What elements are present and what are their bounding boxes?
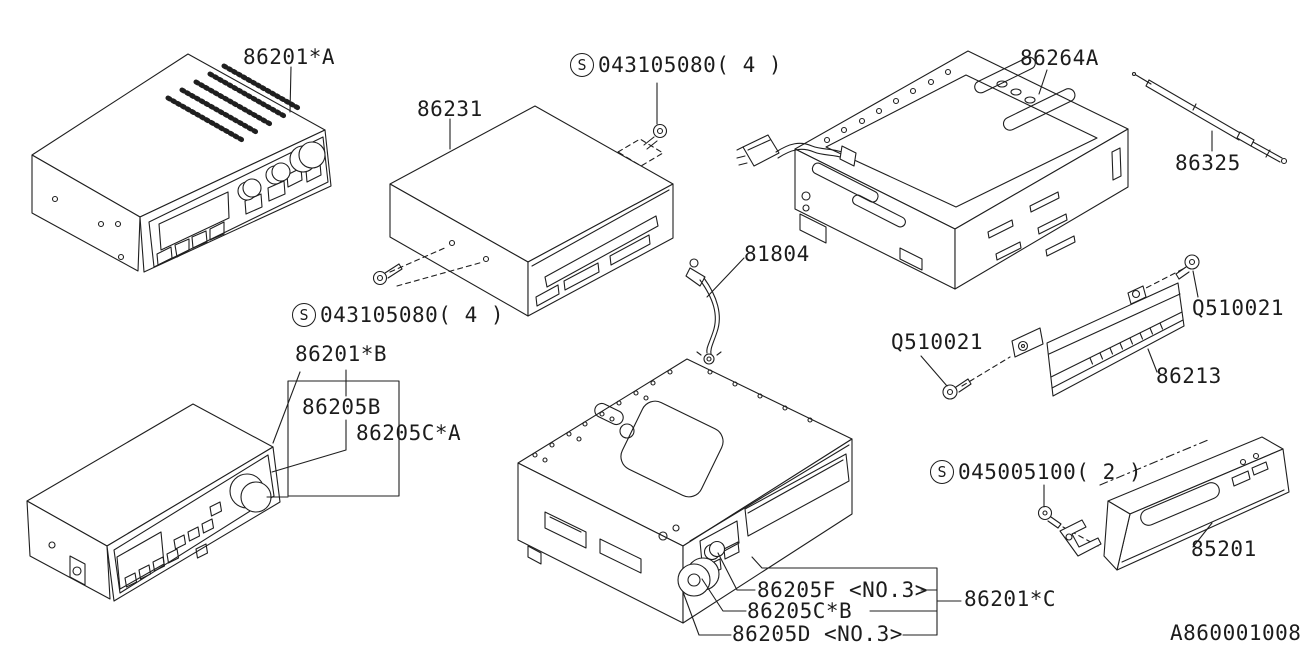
part-label-86201c: 86201*C — [964, 587, 1057, 611]
part-number: 045005100( 2 ) — [958, 459, 1143, 484]
cd-deck-86231-drawing — [372, 82, 674, 317]
screw-q510021-left-drawing — [920, 355, 972, 400]
radio-86201a-drawing — [31, 53, 332, 273]
feeder-cord-81804-drawing — [685, 257, 745, 365]
part-label-86213: 86213 — [1156, 364, 1222, 388]
center-unit-drawing — [517, 358, 962, 636]
antenna-rod-86325-drawing — [1131, 71, 1288, 165]
part-number: 043105080( 4 ) — [598, 52, 783, 77]
part-label-043105080-top: S 043105080( 4 ) — [570, 53, 782, 77]
part-label-86325: 86325 — [1175, 151, 1241, 175]
part-label-043105080-bottom: S 043105080( 4 ) — [292, 303, 504, 327]
circled-s-icon: S — [930, 460, 954, 484]
part-label-86205d: 86205D <NO.3> — [732, 622, 903, 646]
part-label-86264a: 86264A — [1020, 46, 1099, 70]
screw-045005100-drawing — [1037, 484, 1099, 547]
part-label-86205f: 86205F <NO.3> — [757, 578, 928, 602]
circled-s-icon: S — [570, 53, 594, 77]
faceplate-85201-drawing — [1059, 436, 1290, 571]
part-label-q510021-left: Q510021 — [891, 330, 984, 354]
trim-86213-drawing — [961, 268, 1185, 397]
part-label-81804: 81804 — [744, 242, 810, 266]
mounting-cage-86264a-drawing — [736, 50, 1129, 290]
part-label-86205b: 86205B — [302, 395, 381, 419]
part-label-86231: 86231 — [417, 97, 483, 121]
drawing-number: A860001008 — [1170, 621, 1302, 645]
radio-86201b-drawing — [26, 369, 400, 602]
part-label-85201: 85201 — [1191, 537, 1257, 561]
part-number: 043105080( 4 ) — [320, 302, 505, 327]
part-label-q510021-right: Q510021 — [1192, 296, 1285, 320]
part-label-86205cb: 86205C*B — [747, 599, 853, 623]
part-label-86201a: 86201*A — [243, 45, 336, 69]
part-label-86201b: 86201*B — [295, 342, 388, 366]
part-label-86205ca: 86205C*A — [356, 421, 462, 445]
circled-s-icon: S — [292, 303, 316, 327]
part-label-045005100: S 045005100( 2 ) — [930, 460, 1142, 484]
screw-q510021-right-drawing — [1175, 254, 1200, 298]
